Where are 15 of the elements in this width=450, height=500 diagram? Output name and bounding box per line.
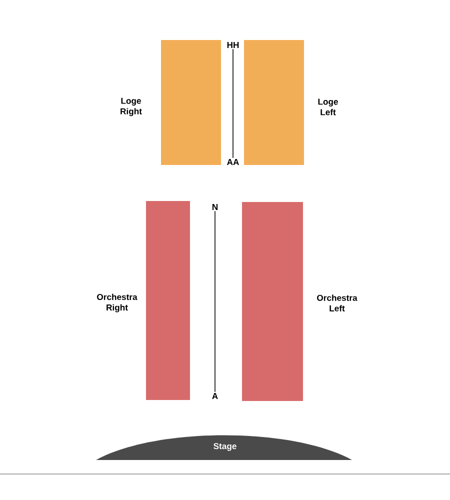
row-label: A — [212, 393, 218, 399]
stage: Stage — [96, 435, 352, 460]
seating-section: Loge Right — [120, 40, 221, 165]
row-range-line — [214, 210, 216, 392]
node-label: Loge Right — [120, 98, 142, 116]
node-label: Orchestra Right — [97, 294, 138, 312]
seating-section: Orchestra Left — [242, 202, 358, 401]
row-range-line — [232, 48, 234, 158]
row-label: AA — [227, 159, 239, 165]
seating-section: Orchestra Right — [97, 201, 190, 400]
row-label: N — [212, 204, 218, 210]
node-label: Loge Left — [318, 98, 338, 116]
seating-section: Loge Left — [244, 40, 338, 165]
node-label: Orchestra Left — [317, 294, 358, 312]
row-label: HH — [227, 42, 239, 48]
